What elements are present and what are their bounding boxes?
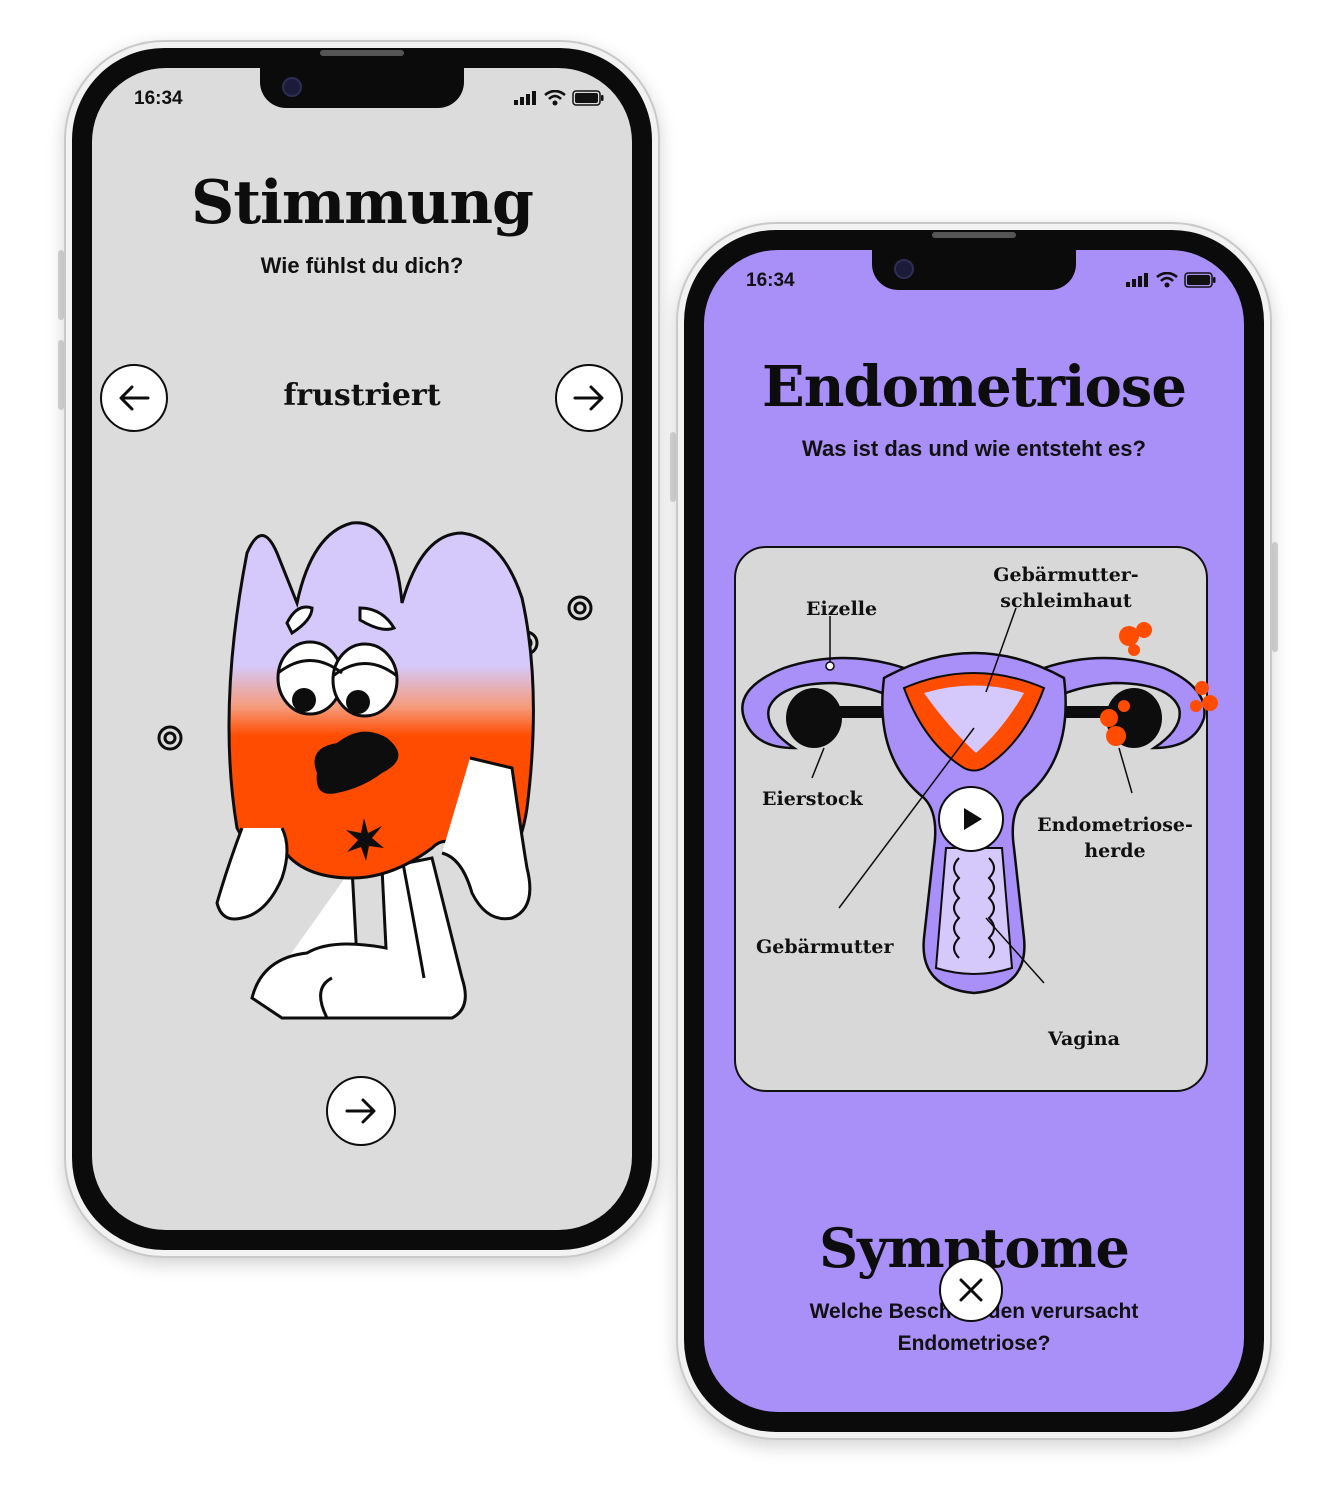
left-phone-side-button [58, 340, 64, 410]
status-icons [1126, 272, 1216, 288]
endometriosis-foci [1100, 622, 1218, 746]
signal-icon [514, 91, 536, 105]
play-icon [964, 808, 982, 830]
battery-icon [1184, 272, 1216, 288]
left-phone: 16:34 Stimmung Wie fühlst du dich? [58, 40, 660, 1258]
status-time: 16:34 [746, 270, 795, 291]
label-eierstock: Eierstock [762, 788, 863, 810]
battery-icon [572, 90, 604, 106]
continue-button[interactable] [326, 1076, 396, 1146]
signal-icon [1126, 273, 1148, 287]
ovary-left [786, 688, 842, 748]
label-herde-line2: herde [1084, 840, 1146, 862]
right-phone-side-button [1272, 542, 1278, 652]
page-subtitle: Wie fühlst du dich? [260, 253, 464, 278]
notch [260, 68, 464, 108]
star-icon [346, 818, 384, 861]
page-title: Stimmung [190, 168, 534, 238]
label-herde-line1: Endometriose- [1037, 814, 1193, 836]
page-subtitle: Was ist das und wie entsteht es? [802, 436, 1146, 461]
wifi-icon [544, 90, 566, 106]
notch [872, 250, 1076, 290]
left-phone-screen: 16:34 Stimmung Wie fühlst du dich? [92, 68, 632, 1230]
play-video-button[interactable] [938, 786, 1004, 852]
wifi-icon [1156, 272, 1178, 288]
page-title: Endometriose [762, 354, 1187, 420]
status-icons [514, 90, 604, 106]
speaker [320, 50, 404, 56]
left-phone-side-button [58, 250, 64, 320]
mood-label: frustriert [283, 378, 441, 413]
camera [282, 77, 302, 97]
status-time: 16:34 [134, 88, 183, 109]
camera [894, 259, 914, 279]
anatomy-diagram-card[interactable]: Eizelle Gebärmutter- schleimhaut Eiersto… [734, 546, 1218, 1092]
close-icon [959, 1278, 983, 1302]
right-phone: 16:34 Endometriose Was ist das und wie e… [670, 222, 1278, 1440]
arrow-left-icon [119, 385, 150, 411]
right-phone-screen: 16:34 Endometriose Was ist das und wie e… [704, 250, 1244, 1412]
arrow-right-icon [345, 1098, 376, 1124]
spiral-icon [157, 725, 183, 751]
right-phone-side-button [670, 432, 676, 502]
speaker [932, 232, 1016, 238]
label-gebaermutter: Gebärmutter [756, 936, 894, 958]
label-schleimhaut-line1: Gebärmutter- [993, 564, 1139, 586]
label-eizelle: Eizelle [806, 598, 878, 620]
mood-character-illustration [157, 521, 593, 1020]
label-schleimhaut-line2: schleimhaut [1000, 590, 1132, 612]
section-subtitle-line2: Endometriose? [897, 1332, 1051, 1355]
previous-mood-button[interactable] [100, 364, 168, 432]
label-vagina: Vagina [1048, 1028, 1120, 1050]
close-button[interactable] [939, 1258, 1003, 1322]
next-mood-button[interactable] [555, 364, 623, 432]
spiral-icon [567, 595, 593, 621]
arrow-right-icon [573, 385, 604, 411]
